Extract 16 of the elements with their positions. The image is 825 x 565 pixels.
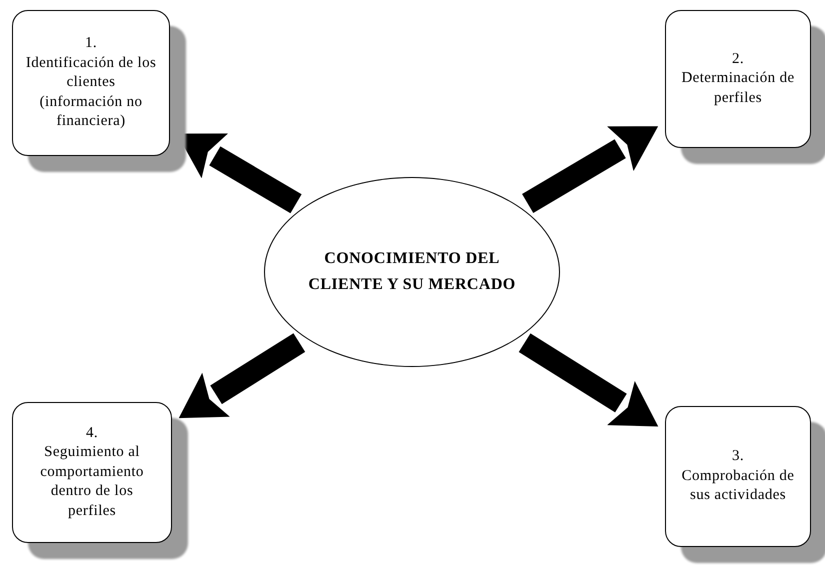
step-text: Determinación de perfiles <box>680 69 796 108</box>
step-box <box>665 10 811 148</box>
block-arrow <box>522 126 658 213</box>
step-box <box>12 10 170 156</box>
step-text: Seguimiento al comportamiento dentro de los perfiles <box>39 443 145 521</box>
step-box <box>12 402 172 543</box>
step-text: Comprobación de sus actividades <box>680 466 796 506</box>
step-text: Identificación de los clientes (información no financiera) <box>25 54 157 132</box>
step-number: 2. <box>732 50 744 69</box>
block-arrow <box>178 333 306 418</box>
step-number: 4. <box>86 424 98 443</box>
step-number: 1. <box>85 34 97 54</box>
topic-title: CONOCIMIENTO DEL CLIENTE Y SU MERCADO <box>307 249 517 295</box>
step-box <box>665 406 811 547</box>
step-number: 3. <box>732 447 744 466</box>
block-arrow <box>176 134 302 214</box>
